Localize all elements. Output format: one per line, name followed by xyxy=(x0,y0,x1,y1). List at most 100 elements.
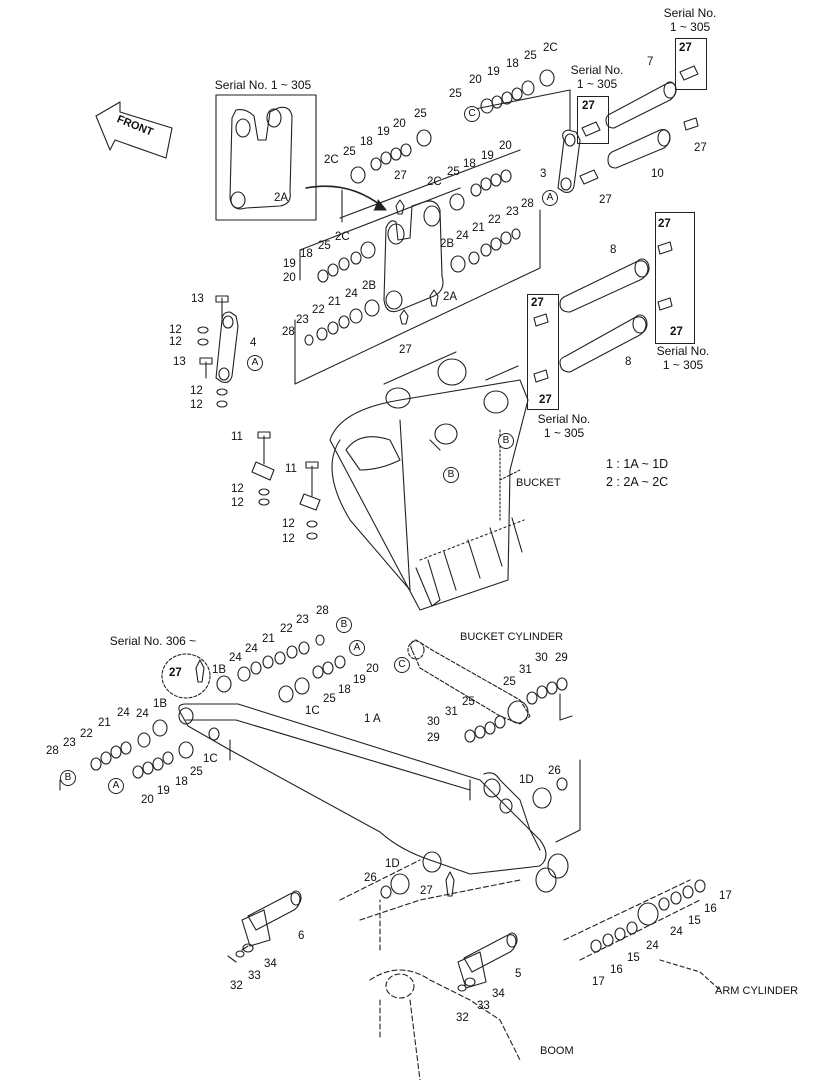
ref-circle-a: A xyxy=(542,190,558,206)
part-label: 28 xyxy=(316,605,329,617)
part-label: 1B xyxy=(153,698,168,710)
part-label: 19 xyxy=(157,785,170,797)
legend-line-1: 1 : 1A ~ 1D xyxy=(606,457,669,471)
part-label: 23 xyxy=(296,614,309,626)
grease-fittings xyxy=(395,65,699,383)
part-label: 18 xyxy=(300,248,313,260)
part-label: 2C xyxy=(335,231,350,243)
part-label: 27 xyxy=(169,667,182,679)
part-label: 12 xyxy=(282,533,295,545)
part-label: 30 xyxy=(427,716,440,728)
part-label: 24 xyxy=(245,643,258,655)
part-label: 22 xyxy=(312,304,325,316)
part-label: 20 xyxy=(499,140,512,152)
part-label: 34 xyxy=(492,988,505,1000)
part-label: 25 xyxy=(323,693,336,705)
part-label: 15 xyxy=(627,952,640,964)
part-label: 25 xyxy=(449,88,462,100)
ref-circle-c: C xyxy=(394,657,410,673)
part-label: 34 xyxy=(264,958,277,970)
grease-box-7 xyxy=(577,96,609,144)
part-label: 18 xyxy=(463,158,476,170)
part-label: 1C xyxy=(203,753,218,765)
part-label: 1 A xyxy=(364,713,381,725)
ref-circle-a: A xyxy=(108,778,124,794)
serial-label-7: Serial No.1 ~ 305 xyxy=(570,63,624,91)
part-label: 12 xyxy=(169,336,182,348)
part-label: 23 xyxy=(63,737,76,749)
link-4 xyxy=(215,311,239,383)
part-label: 25 xyxy=(524,50,537,62)
part-label: 22 xyxy=(488,214,501,226)
part-label: 29 xyxy=(427,732,440,744)
part-label: 11 xyxy=(285,463,297,475)
part-label: 28 xyxy=(46,745,59,757)
ref-circle-a: A xyxy=(349,640,365,656)
part-label: 19 xyxy=(283,258,296,270)
grease-box-top-right xyxy=(675,38,707,90)
serial-label-right: Serial No.1 ~ 305 xyxy=(656,344,710,372)
part-label: 2B xyxy=(440,238,455,250)
part-label: 25 xyxy=(343,146,356,158)
part-label: 32 xyxy=(456,1012,469,1024)
ref-circle-b: B xyxy=(443,467,459,483)
serial-label-306: Serial No. 306 ~ xyxy=(109,634,197,648)
part-label: 2B xyxy=(362,280,377,292)
part-label: 20 xyxy=(283,272,296,284)
legend-line-2: 2 : 2A ~ 2C xyxy=(606,475,669,489)
part-label: 29 xyxy=(555,652,568,664)
pin-8-lower xyxy=(559,316,647,373)
part-label: 13 xyxy=(191,293,204,305)
part-label: 21 xyxy=(98,717,111,729)
part-label: 2C xyxy=(427,176,442,188)
part-label: 20 xyxy=(141,794,154,806)
part-label: 32 xyxy=(230,980,243,992)
ref-circle-b: B xyxy=(336,617,352,633)
legend: 1 : 1A ~ 1D 2 : 2A ~ 2C xyxy=(606,455,668,491)
link-2 xyxy=(383,200,444,313)
part-label: 3 xyxy=(540,168,547,180)
part-label: 12 xyxy=(190,399,203,411)
part-label: 8 xyxy=(610,244,617,256)
part-label: 8 xyxy=(625,356,632,368)
part-label: 18 xyxy=(360,136,373,148)
bucket-cylinder-label: BUCKET CYLINDER xyxy=(460,631,564,643)
part-label: 21 xyxy=(328,296,341,308)
part-label: 20 xyxy=(469,74,482,86)
part-label: 7 xyxy=(647,56,654,68)
part-label: 27 xyxy=(394,170,407,182)
part-label: 23 xyxy=(296,314,309,326)
part-label: 17 xyxy=(592,976,605,988)
part-label: 6 xyxy=(298,930,305,942)
part-label: 25 xyxy=(462,696,475,708)
arm xyxy=(178,703,569,893)
part-label: 25 xyxy=(447,166,460,178)
part-label: 25 xyxy=(190,766,203,778)
part-label: 17 xyxy=(719,890,732,902)
part-label: 20 xyxy=(393,118,406,130)
part-label: 2A xyxy=(274,192,289,204)
part-label: 33 xyxy=(477,1000,490,1012)
part-label: 1B xyxy=(212,664,227,676)
ref-circle-a: A xyxy=(247,355,263,371)
part-label: 26 xyxy=(364,872,377,884)
front-arrow xyxy=(95,101,173,159)
ref-circle-c: C xyxy=(464,106,480,122)
part-label: 24 xyxy=(646,940,659,952)
part-label: 2C xyxy=(324,154,339,166)
part-label: 27 xyxy=(658,218,671,230)
upper-stacks xyxy=(304,69,555,346)
inset-box xyxy=(215,94,317,221)
ref-circle-b: B xyxy=(60,770,76,786)
pin-5 xyxy=(463,934,517,973)
boom-label: BOOM xyxy=(540,1045,574,1057)
part-label: 2A xyxy=(443,291,458,303)
part-label: 12 xyxy=(231,497,244,509)
part-label: 27 xyxy=(420,885,433,897)
part-label: 24 xyxy=(136,708,149,720)
part-label: 30 xyxy=(535,652,548,664)
part-label: 31 xyxy=(519,664,532,676)
part-label: 16 xyxy=(610,964,623,976)
